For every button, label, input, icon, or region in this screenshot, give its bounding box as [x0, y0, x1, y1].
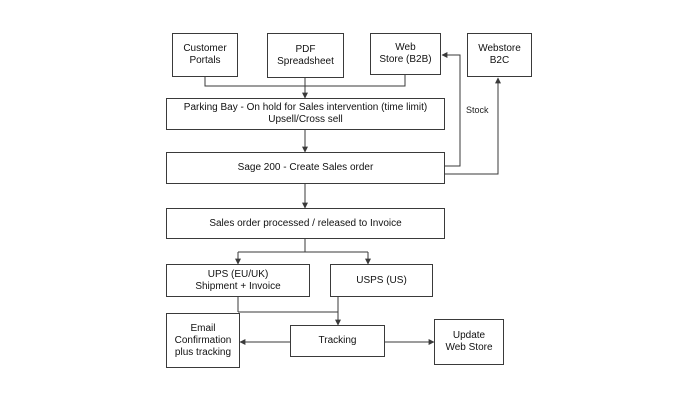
node-update-web-store: Update Web Store: [434, 319, 504, 365]
node-ups: UPS (EU/UK) Shipment + Invoice: [166, 264, 310, 297]
edge-label-stock: Stock: [466, 105, 489, 115]
node-label: Tracking: [318, 335, 357, 346]
node-label: B2C: [489, 55, 510, 66]
node-label: Spreadsheet: [277, 55, 334, 67]
node-label: Webstore: [478, 43, 521, 54]
node-label: Sales order processed / released to Invo…: [209, 217, 402, 229]
arrow-stock-to-web-store-b2b: [441, 52, 461, 167]
node-label: USPS (US): [356, 274, 407, 286]
arrow-stock-to-webstore-b2c: [445, 77, 501, 175]
node-web-store-b2b: Web Store (B2B): [370, 33, 441, 75]
node-label: Email: [190, 322, 216, 334]
node-label: Upsell/Cross sell: [268, 114, 343, 125]
node-label: Parking Bay - On hold for Sales interven…: [183, 102, 428, 113]
node-label: Portals: [189, 55, 221, 66]
node-label: Web: [395, 42, 416, 53]
node-parking-bay: Parking Bay - On hold for Sales interven…: [166, 98, 445, 130]
node-pdf-spreadsheet: PDF Spreadsheet: [267, 33, 344, 78]
node-label: Update: [452, 330, 486, 341]
node-sage-200: Sage 200 - Create Sales order: [166, 152, 445, 184]
node-label: Sage 200 - Create Sales order: [237, 162, 374, 173]
node-email-confirmation: Email Confirmation plus tracking: [166, 313, 240, 368]
node-webstore-b2c: Webstore B2C: [467, 33, 532, 77]
node-usps: USPS (US): [330, 264, 433, 297]
node-label: plus tracking: [174, 346, 232, 358]
node-customer-portals: Customer Portals: [172, 33, 238, 77]
node-label: Store (B2B): [379, 54, 432, 65]
node-label: PDF: [295, 43, 316, 55]
node-label: UPS (EU/UK): [207, 268, 269, 280]
node-label: Confirmation: [174, 334, 232, 346]
node-label: Shipment + Invoice: [195, 280, 281, 292]
node-sales-order-processed: Sales order processed / released to Invo…: [166, 208, 445, 239]
node-label: Web Store: [445, 342, 493, 353]
node-tracking: Tracking: [290, 325, 385, 357]
connector-web-store-b2b: [305, 75, 406, 87]
node-label: Customer: [183, 43, 227, 54]
connector-customer-portals: [204, 77, 305, 87]
